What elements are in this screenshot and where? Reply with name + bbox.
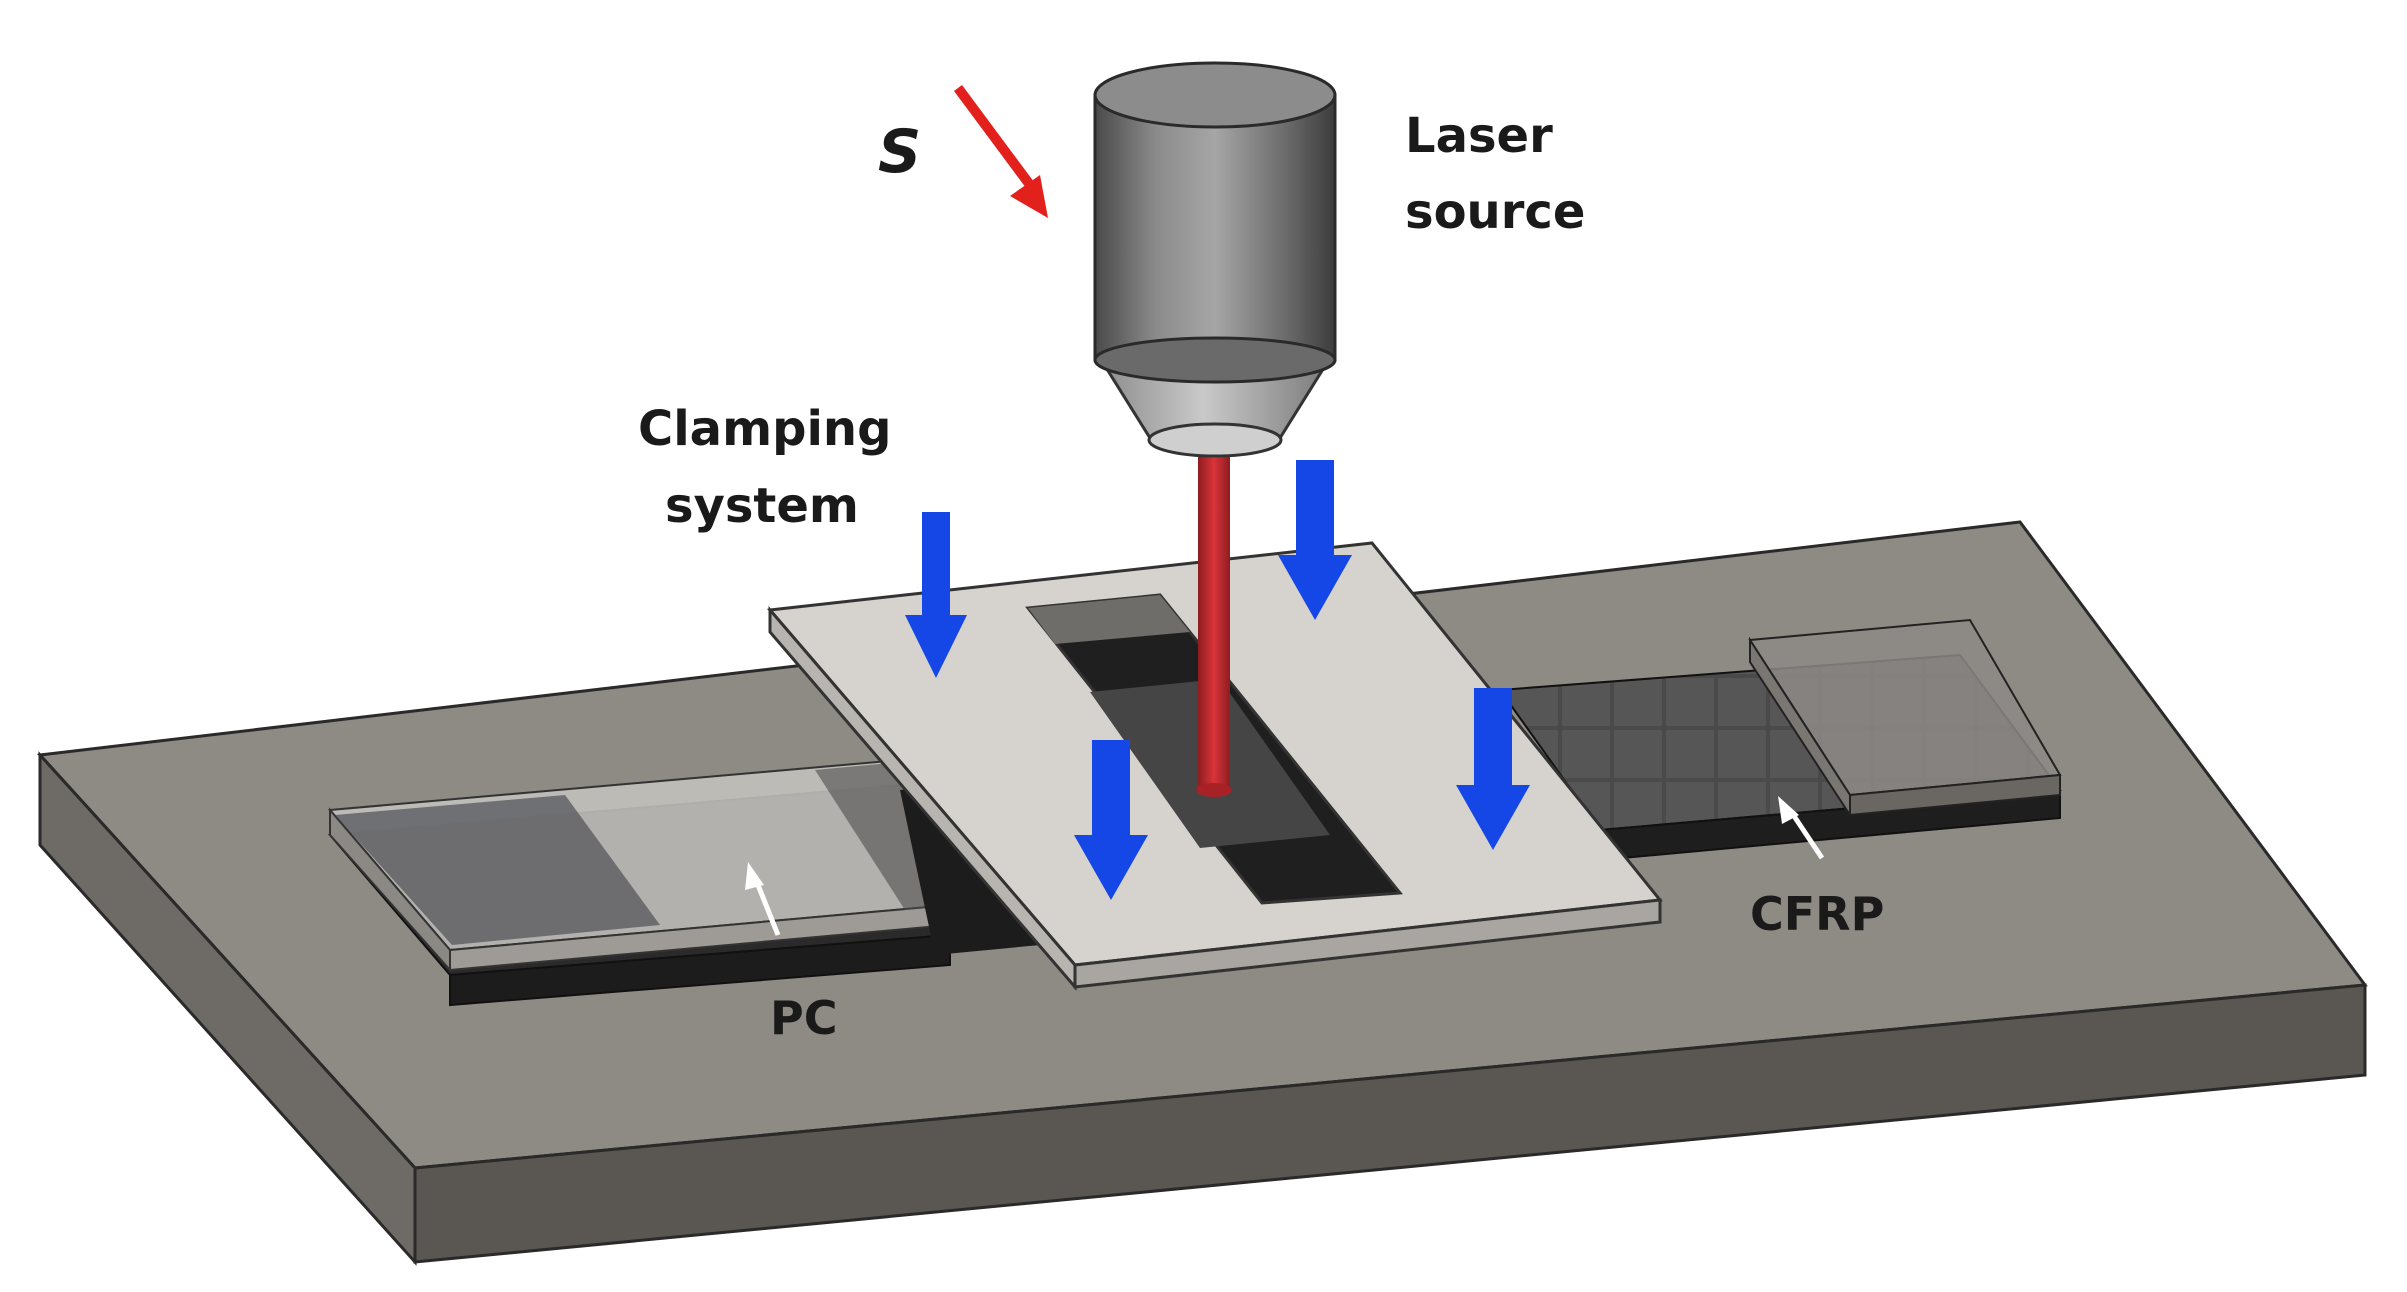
clamping-system-label-line2: system (665, 478, 859, 534)
pc-overlap-region (815, 762, 950, 910)
base-plate-front (413, 983, 2367, 1264)
scan-direction-label: S (878, 117, 921, 187)
pc-label: PC (770, 991, 837, 1045)
pointer-arrows (745, 796, 1825, 936)
cfrp-label: CFRP (1750, 887, 1884, 941)
cfrp-pointer-shaft (1787, 808, 1825, 860)
laser-head-top (1093, 61, 1337, 129)
scan-direction-arrow (953, 85, 1048, 218)
cfrp-cover-side (1749, 636, 1851, 819)
cfrp-pointer-head (1778, 796, 1799, 824)
scan-arrow-head (1010, 175, 1048, 218)
laser-nozzle (1147, 422, 1283, 458)
clamp-arrow-3 (1074, 740, 1148, 900)
clamping-system-label-line1: Clamping (638, 401, 891, 457)
clamping-force-arrows (905, 460, 1530, 900)
laser-source-label-line2: source (1405, 184, 1585, 240)
laser-beam (1198, 448, 1230, 788)
pc-specimen (327, 758, 952, 1007)
laser-spot (1196, 783, 1232, 797)
pc-pointer-shaft (753, 879, 781, 936)
cfrp-specimen (1300, 618, 2062, 862)
pc-sheet-side (329, 807, 451, 973)
clamp-plate-side (768, 605, 1077, 992)
laser-source (1093, 61, 1337, 797)
clamp-arrow-1 (905, 512, 967, 678)
clamp-arrow-4 (1456, 688, 1530, 850)
clamp-arrow-2 (1278, 460, 1352, 620)
pc-pointer-head (745, 862, 764, 890)
pc-lower-front (449, 933, 951, 1007)
pc-dark-region (335, 795, 660, 945)
laser-head-bottom (1093, 336, 1337, 384)
scan-arrow-shaft (953, 85, 1035, 188)
laser-head-body (1093, 93, 1337, 362)
clamp-slot-wall (1028, 595, 1190, 644)
laser-source-label-line1: Laser (1405, 108, 1553, 164)
